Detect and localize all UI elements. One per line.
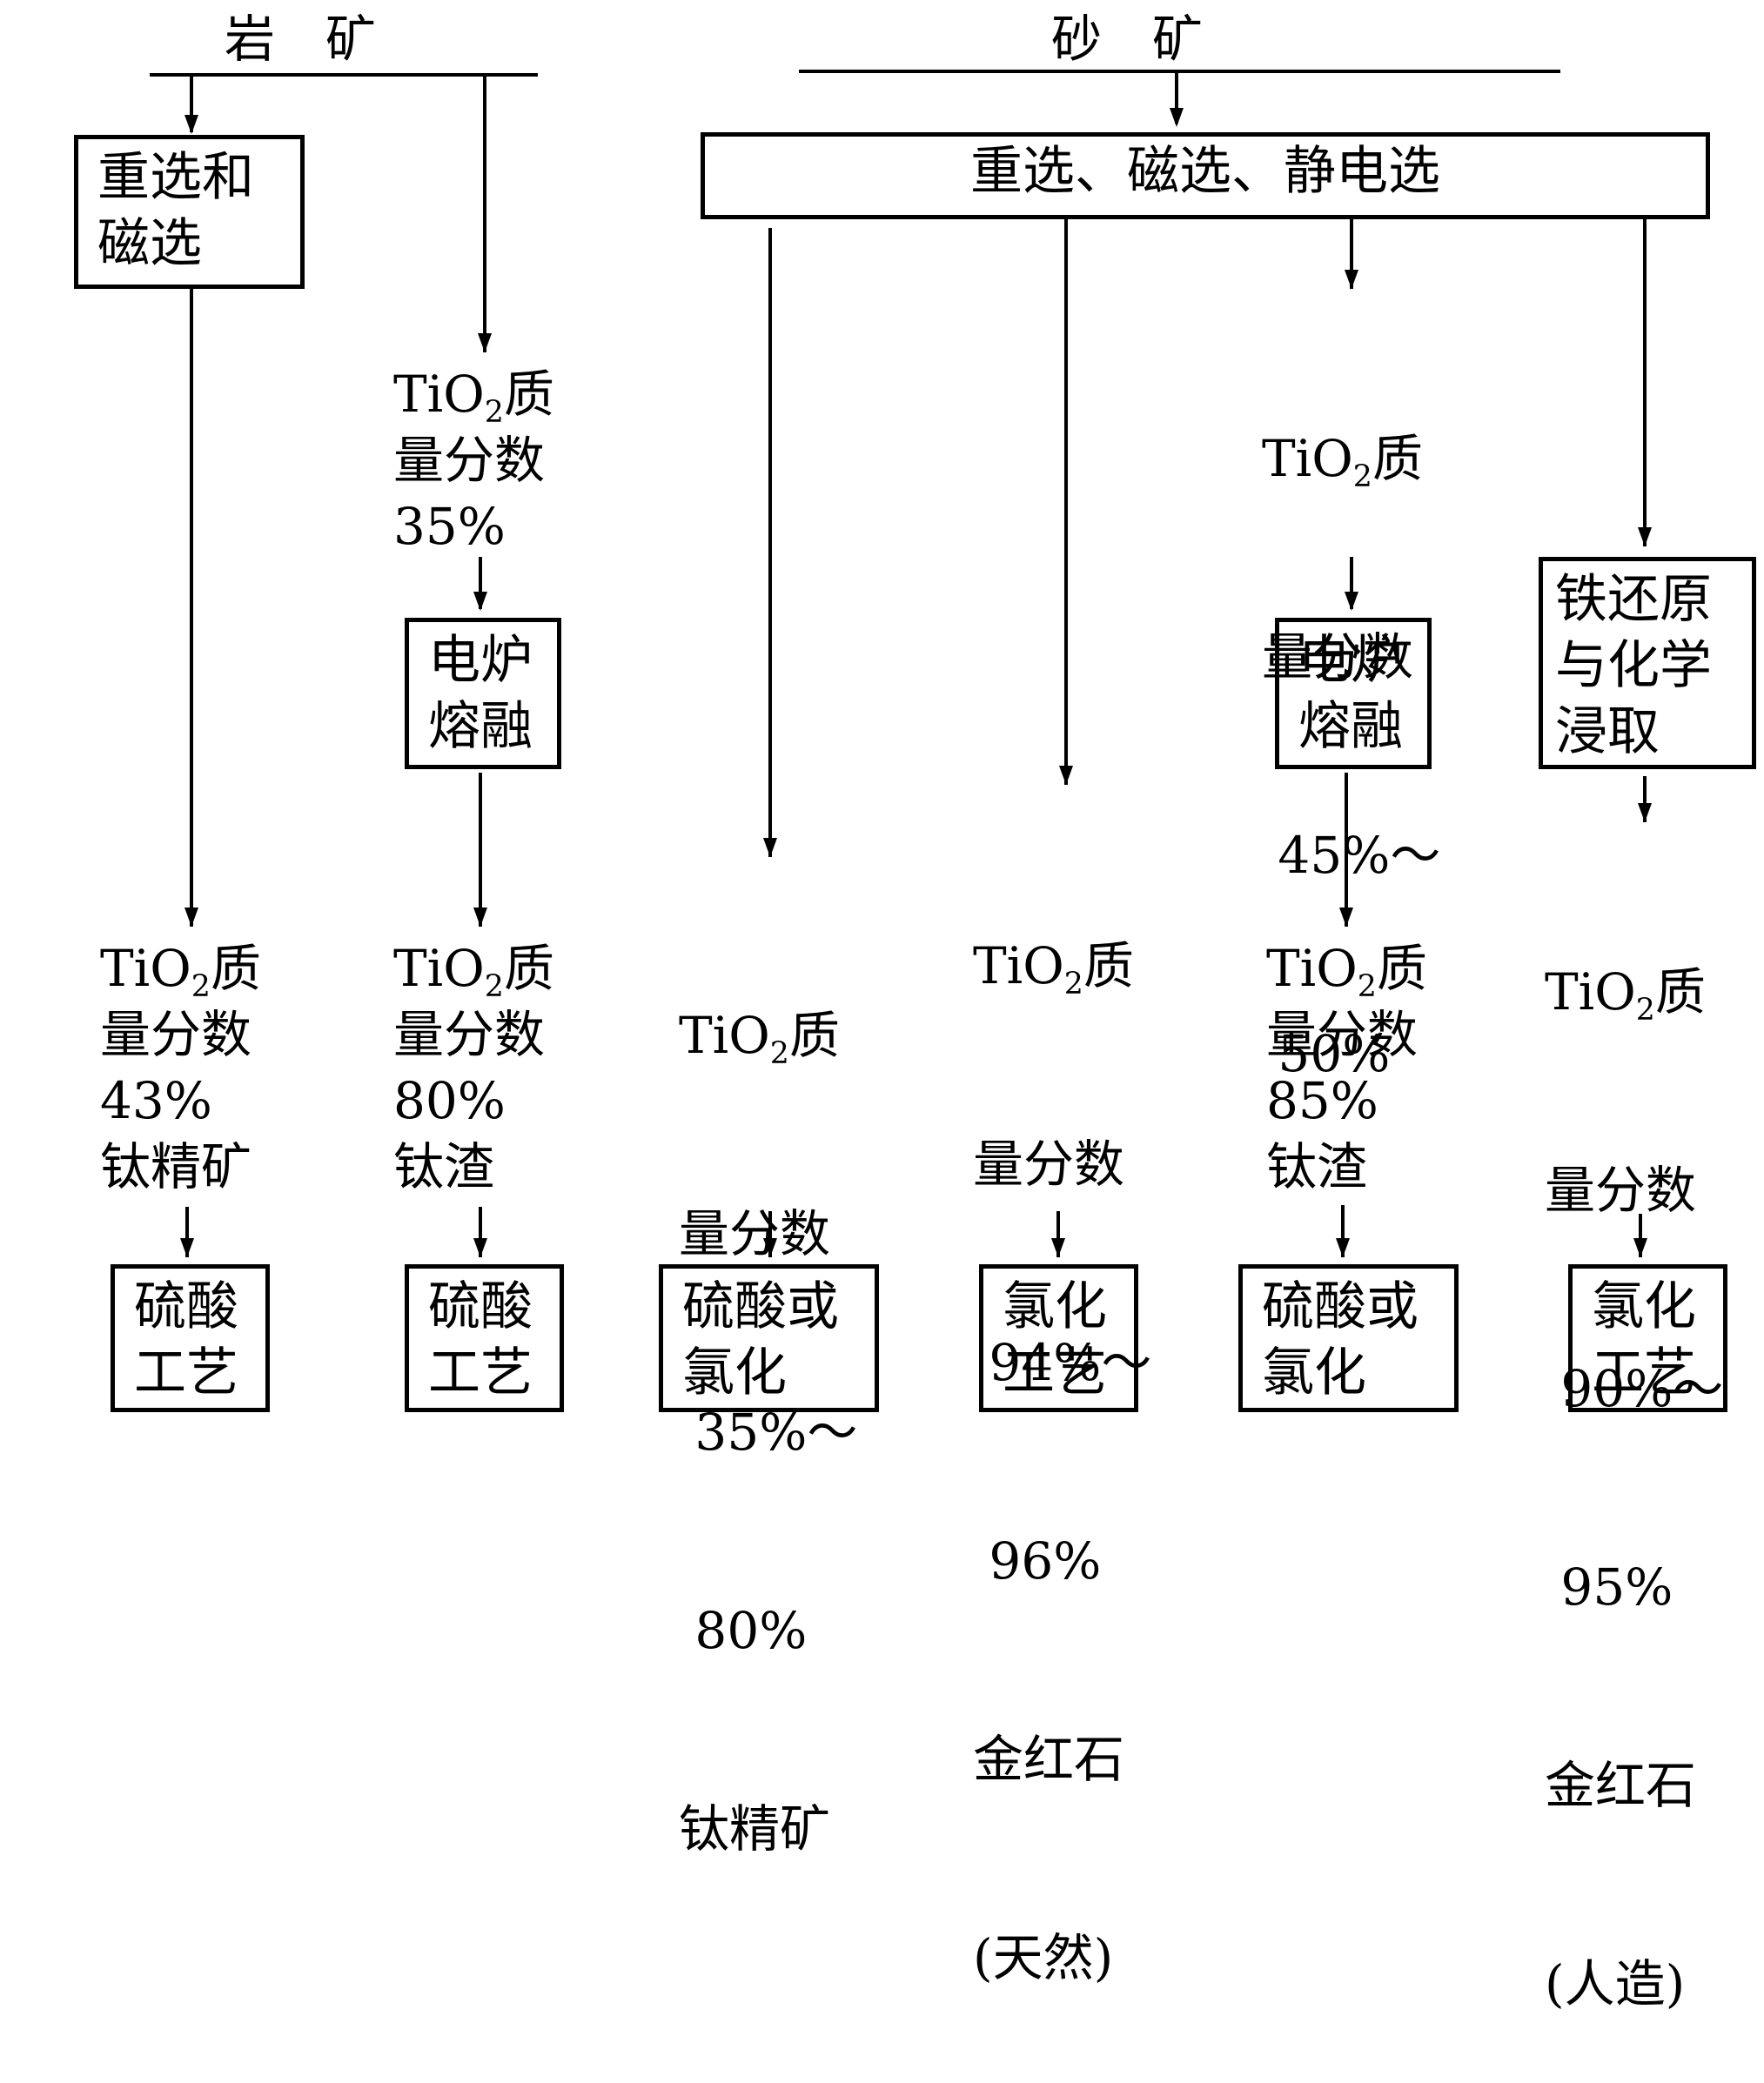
arrowhead	[180, 1238, 194, 1257]
box-line: 与化学	[1555, 635, 1712, 696]
box-line: 铁还原	[1555, 569, 1712, 630]
tio2-heading: TiO2质	[679, 1006, 840, 1072]
output-box-chlorination-2: 氯化 工艺	[1568, 1264, 1727, 1412]
box-line: 氯化	[1003, 1276, 1107, 1337]
tio2-heading: TiO2质	[973, 936, 1134, 1002]
arrowhead	[1638, 803, 1652, 822]
box-line: 工艺	[134, 1343, 238, 1403]
sand-separation-box: 重选、磁选、静电选	[701, 132, 1710, 219]
tio2-label-rock-mid: TiO2质 量分数 35%	[393, 361, 554, 559]
box-line: 氯化	[1592, 1276, 1696, 1337]
box-line: 硫酸或	[1262, 1276, 1419, 1337]
arrowhead	[1633, 1238, 1647, 1257]
box-line: 硫酸	[428, 1276, 533, 1337]
box-line: 工艺	[1592, 1343, 1696, 1403]
tio2-heading: TiO2质	[393, 939, 554, 1005]
arrowhead	[473, 908, 487, 927]
box-line: 氯化	[682, 1343, 787, 1403]
arrowhead	[1336, 1238, 1350, 1257]
sand-ore-header: 砂 矿	[1051, 10, 1204, 69]
output-box-sulfuric-2: 硫酸 工艺	[405, 1264, 564, 1412]
arrowhead	[1345, 592, 1358, 611]
tio2-heading: TiO2质	[393, 365, 554, 431]
flow-connectors	[150, 70, 1652, 1257]
box-line: 重选、磁选、静电选	[970, 141, 1440, 202]
arrowhead	[1339, 908, 1353, 927]
rock-ore-header: 岩 矿	[225, 10, 377, 69]
box-line: 重选和	[97, 147, 254, 208]
tio2-label-sand-4: TiO2质 量分数 90%～ 95% 金红石 (人造)	[1545, 827, 1723, 2083]
arrowhead	[1638, 527, 1652, 546]
box-line: 磁选	[97, 213, 202, 274]
output-box-sulfuric-or-chlorination-2: 硫酸或 氯化	[1238, 1264, 1459, 1412]
box-line: 氯化	[1262, 1343, 1366, 1403]
arrowhead	[184, 115, 198, 134]
tio2-label-sand-3-mid: TiO2质 量分数 45%～ 50%	[1262, 293, 1440, 1153]
arrowhead	[763, 1238, 777, 1257]
arrowhead	[1170, 108, 1184, 127]
box-line: 电炉	[1298, 630, 1403, 691]
box-line: 硫酸或	[682, 1276, 839, 1337]
arrowhead	[184, 908, 198, 927]
tio2-heading: TiO2质	[100, 939, 261, 1005]
iron-reduction-box: 铁还原 与化学 浸取	[1539, 557, 1756, 769]
arrowhead	[1051, 1238, 1065, 1257]
tio2-label-sand-1: TiO2质 量分数 35%～ 80% 钛精矿	[679, 870, 857, 1928]
tio2-label-sand-3: TiO2质 量分数 85% 钛渣	[1266, 935, 1427, 1200]
tio2-heading: TiO2质	[1545, 962, 1706, 1028]
sand-furnace-box: 电炉 熔融	[1275, 618, 1432, 769]
box-line: 硫酸	[134, 1276, 238, 1337]
tio2-heading: TiO2质	[1262, 429, 1423, 495]
rock-furnace-box: 电炉 熔融	[405, 618, 561, 769]
tio2-label-sand-2: TiO2质 量分数 94%～ 96% 金红石 (天然)	[973, 800, 1151, 2057]
arrowhead	[1345, 270, 1358, 289]
box-line: 电炉	[428, 630, 533, 691]
output-box-sulfuric-or-chlorination-1: 硫酸或 氯化	[659, 1264, 879, 1412]
output-box-sulfuric-1: 硫酸 工艺	[111, 1264, 270, 1412]
output-box-chlorination-1: 氯化 工艺	[979, 1264, 1138, 1412]
box-line: 熔融	[428, 696, 533, 757]
arrowhead	[478, 333, 492, 352]
box-line: 工艺	[1003, 1343, 1107, 1403]
tio2-label-rock-2: TiO2质 量分数 80% 钛渣	[393, 935, 554, 1200]
arrowhead	[473, 1238, 487, 1257]
rock-separation-box: 重选和 磁选	[74, 135, 305, 289]
tio2-heading: TiO2质	[1266, 939, 1427, 1005]
arrowhead	[1059, 766, 1073, 785]
arrowhead	[473, 592, 487, 611]
box-line: 工艺	[428, 1343, 533, 1403]
arrowhead	[763, 838, 777, 857]
box-line: 浸取	[1555, 701, 1660, 762]
tio2-label-rock-1: TiO2质 量分数 43% 钛精矿	[100, 935, 261, 1200]
box-line: 熔融	[1298, 696, 1403, 757]
